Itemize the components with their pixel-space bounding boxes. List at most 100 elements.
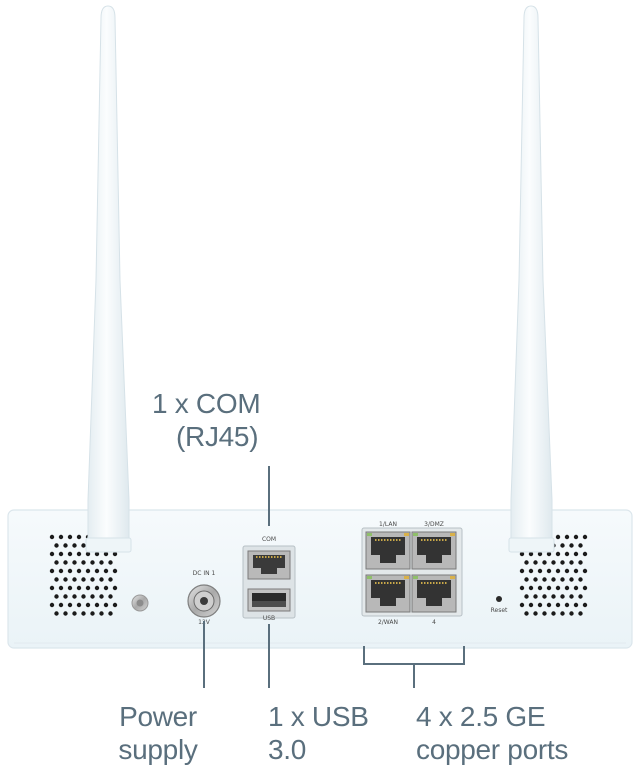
vent-hole	[533, 560, 538, 565]
vent-hole	[58, 568, 64, 574]
vent-hole	[63, 594, 68, 599]
vent-hole	[519, 585, 525, 591]
vent-hole	[528, 602, 534, 608]
vent-hole	[54, 611, 59, 616]
vent-hole	[551, 594, 556, 599]
vent-hole	[564, 534, 570, 540]
vent-hole	[578, 543, 583, 548]
vent-hole	[49, 551, 55, 557]
vent-hole	[528, 585, 534, 591]
vent-hole	[555, 585, 561, 591]
vent-hole	[533, 611, 538, 616]
vent-hole	[569, 594, 574, 599]
vent-hole	[578, 560, 583, 565]
vent-hole	[49, 568, 55, 574]
vent-hole	[564, 551, 570, 557]
ethernet-port-2[interactable]	[365, 574, 411, 613]
power-callout-line1: Power	[119, 701, 197, 732]
leader-lines	[203, 466, 465, 688]
power-callout-line2: supply	[118, 734, 198, 765]
vent-hole	[533, 594, 538, 599]
vent-hole	[569, 560, 574, 565]
vent-hole	[103, 602, 109, 608]
vent-hole	[85, 602, 91, 608]
vent-hole	[49, 534, 55, 540]
vent-hole	[72, 543, 77, 548]
vent-hole	[560, 594, 565, 599]
usb-port[interactable]	[247, 588, 291, 612]
vent-hole	[573, 534, 579, 540]
vent-hole	[551, 577, 556, 582]
vent-hole	[49, 585, 55, 591]
vent-hole	[524, 577, 529, 582]
vent-hole	[67, 534, 73, 540]
copper-callout-line1: 4 x 2.5 GE	[416, 701, 546, 732]
vent-hole	[94, 585, 100, 591]
port-1-label: 1/LAN	[379, 521, 397, 528]
dc-in-label: DC IN 1	[193, 570, 216, 577]
vent-hole	[524, 611, 529, 616]
copper-callout-line2: copper ports	[416, 734, 569, 765]
vent-hole	[90, 594, 95, 599]
vent-hole	[99, 611, 104, 616]
vent-hole	[108, 594, 113, 599]
vent-hole	[112, 568, 118, 574]
vent-hole	[108, 611, 113, 616]
dc-power-jack[interactable]	[187, 584, 221, 618]
reset-button[interactable]	[496, 596, 502, 602]
vent-hole	[58, 534, 64, 540]
vent-hole	[63, 577, 68, 582]
vent-hole	[67, 602, 73, 608]
vent-hole	[90, 560, 95, 565]
vent-hole	[58, 602, 64, 608]
port-3-label: 3/DMZ	[424, 521, 444, 528]
vent-hole	[578, 577, 583, 582]
vent-hole	[90, 577, 95, 582]
com-callout-line2: (RJ45)	[176, 421, 259, 452]
vent-hole	[569, 543, 574, 548]
ground-screw-icon	[131, 594, 149, 612]
vent-hole	[85, 568, 91, 574]
vent-hole	[81, 611, 86, 616]
vent-hole	[67, 585, 73, 591]
vent-hole	[67, 551, 73, 557]
vent-hole	[54, 560, 59, 565]
antenna-right	[508, 5, 555, 553]
vent-hole	[112, 602, 118, 608]
reset-label: Reset	[491, 607, 508, 614]
vent-hole	[573, 602, 579, 608]
vent-hole	[546, 568, 552, 574]
vent-hole	[85, 585, 91, 591]
usb-callout-line2: 3.0	[268, 734, 307, 765]
vent-hole	[537, 568, 543, 574]
ethernet-port-1[interactable]	[365, 531, 411, 570]
ethernet-port-3[interactable]	[411, 531, 457, 570]
vent-hole	[537, 551, 543, 557]
vent-hole	[573, 585, 579, 591]
vent-hole	[103, 585, 109, 591]
vent-hole	[542, 577, 547, 582]
vent-hole	[542, 560, 547, 565]
ethernet-port-4[interactable]	[411, 574, 457, 613]
vent-hole	[72, 611, 77, 616]
vent-hole	[81, 543, 86, 548]
usb-callout-line1: 1 x USB	[268, 701, 369, 732]
vent-hole	[76, 534, 82, 540]
vent-hole	[76, 568, 82, 574]
vent-hole	[578, 594, 583, 599]
vent-hole	[94, 551, 100, 557]
vent-hole	[537, 602, 543, 608]
com-port[interactable]	[247, 550, 291, 580]
vent-hole	[542, 611, 547, 616]
power-callout: Power supply	[108, 700, 208, 766]
vent-hole	[99, 594, 104, 599]
vent-hole	[72, 594, 77, 599]
vent-hole	[555, 534, 561, 540]
vent-hole	[112, 585, 118, 591]
vent-hole	[524, 594, 529, 599]
vent-hole	[54, 594, 59, 599]
vent-hole	[582, 534, 588, 540]
antenna-left	[85, 5, 132, 553]
vent-hole	[528, 568, 534, 574]
